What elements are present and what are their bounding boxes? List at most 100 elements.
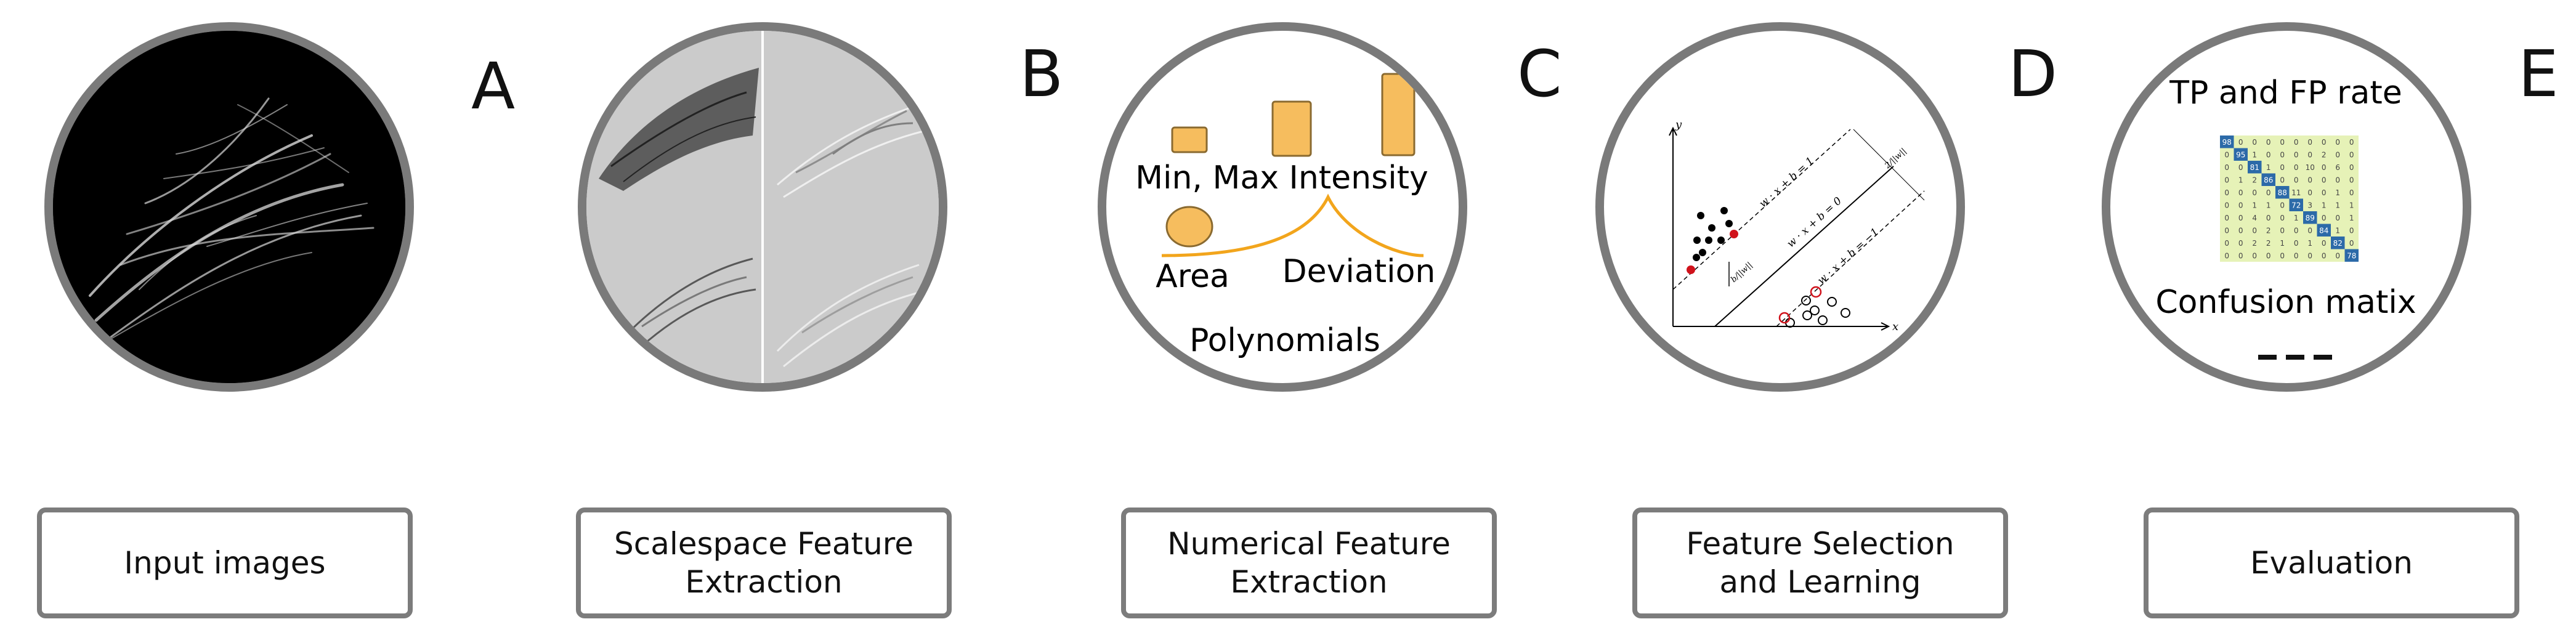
confusion-cell-value: 0 [2252, 188, 2257, 197]
confusion-cell-value: 0 [2349, 163, 2354, 172]
margin-line-top [1672, 129, 1851, 290]
confusion-cell-value: 0 [2335, 251, 2340, 260]
confusion-cell-value: 2 [2252, 239, 2257, 248]
x-axis-label: x [1892, 320, 1898, 333]
input-image-circle [44, 22, 414, 392]
confusion-cell-value: 0 [2266, 251, 2271, 260]
y-axis-label: y [1675, 118, 1682, 131]
confusion-cell-value: 1 [2349, 201, 2354, 209]
confusion-cell-value: 0 [2266, 138, 2271, 147]
confusion-cell-value: 0 [2280, 226, 2285, 235]
caption-box-input-images: Input images [37, 508, 413, 618]
confusion-cell-value: 0 [2238, 226, 2243, 235]
cell-image [53, 31, 405, 383]
confusion-diagonal-cell [2261, 173, 2275, 186]
scalespace-image [586, 31, 939, 383]
confusion-cell-value: 0 [2224, 150, 2229, 159]
confusion-cell-value: 1 [2266, 201, 2271, 209]
min-max-label: Min, Max Intensity [1135, 160, 1428, 196]
caption-box-scalespace: Scalespace Feature Extraction [576, 508, 952, 618]
caption-evaluation: Evaluation [2250, 545, 2413, 581]
confusion-cell-value: 1 [2335, 201, 2340, 209]
confusion-cell-value: 0 [2224, 201, 2229, 209]
confusion-diagonal-cell [2344, 249, 2359, 262]
deviation-label: Deviation [1282, 253, 1436, 290]
confusion-cell-value: 1 [2280, 239, 2285, 248]
confusion-cell-value: 0 [2280, 214, 2285, 222]
confusion-diagonal-cell [2220, 135, 2234, 148]
numerical-features-circle: Min, Max Intensity Area Deviation Polyno… [1098, 22, 1467, 392]
area-shape [1165, 206, 1213, 248]
confusion-cell-value: 0 [2322, 251, 2327, 260]
offset-label: b/||w|| [1729, 261, 1754, 285]
intensity-bar [1381, 73, 1416, 156]
confusion-cell-value: 0 [2238, 239, 2243, 248]
confusion-cell-value: 2 [2266, 239, 2271, 248]
confusion-cell-value: 89 [2306, 214, 2315, 222]
confusion-cell-value: 1 [2238, 176, 2243, 184]
confusion-cell-value: 1 [2335, 188, 2340, 197]
confusion-cell-value: 0 [2294, 239, 2299, 248]
confusion-cell-value: 78 [2347, 251, 2356, 260]
confusion-cell-value: 1 [2307, 239, 2312, 248]
confusion-cell-value: 0 [2238, 163, 2243, 172]
confusion-cell-value: 0 [2307, 251, 2312, 260]
class-negative-points [1785, 296, 1850, 328]
confusion-cell-value: 0 [2294, 176, 2299, 184]
confusion-cell-value: 0 [2322, 188, 2327, 197]
confusion-cell-value: 0 [2266, 150, 2271, 159]
confusion-cell-value: 1 [2335, 226, 2340, 235]
confusion-cell-value: 1 [2349, 214, 2354, 222]
panel-letter-d: D [2008, 36, 2058, 111]
caption-input-images: Input images [124, 545, 326, 581]
confusion-cell-value: 0 [2238, 138, 2243, 147]
confusion-diagonal-cell [2331, 237, 2345, 249]
margin-width-bracket [1853, 129, 1925, 201]
confusion-cell-value: 0 [2335, 150, 2340, 159]
confusion-cell-value: 95 [2236, 150, 2245, 159]
scale-quadrant-bottom-right [776, 264, 932, 368]
confusion-cell-value: 4 [2252, 214, 2257, 222]
confusion-diagonal-cell [2317, 224, 2331, 237]
confusion-cell-value: 0 [2307, 188, 2312, 197]
confusion-cell-value: 0 [2224, 251, 2229, 260]
svm-circle: y x w · x + b = 1 w · x + b = 0 w · x + … [1595, 22, 1965, 392]
confusion-cell-value: 0 [2252, 251, 2257, 260]
confusion-cell-value: 2 [2322, 150, 2327, 159]
confusion-cell-value: 2 [2266, 226, 2271, 235]
confusion-cell-value: 82 [2333, 239, 2343, 248]
line-top-label: w · x + b = 1 [1757, 155, 1817, 210]
confusion-cell-value: 6 [2335, 163, 2340, 172]
confusion-diagonal-cell [2289, 198, 2303, 211]
confusion-cell-value: 1 [2266, 163, 2271, 172]
confusion-diagonal-cell [2234, 148, 2248, 161]
confusion-cell-value: 98 [2222, 138, 2232, 147]
panel-letter-b: B [1019, 36, 1064, 111]
support-vector-negative-2 [1778, 312, 1791, 324]
confusion-cell-value: 0 [2307, 226, 2312, 235]
confusion-cell-value: 0 [2238, 214, 2243, 222]
confusion-cell-value: 0 [2224, 239, 2229, 248]
confusion-diagonal-cell [2248, 161, 2262, 174]
confusion-cell-value: 0 [2294, 251, 2299, 260]
confusion-diagonal-cell [2303, 211, 2317, 224]
confusion-cell-value: 84 [2319, 226, 2328, 235]
confusion-cell-value: 0 [2335, 176, 2340, 184]
confusion-cell-value: 0 [2266, 214, 2271, 222]
confusion-cell-value: 0 [2349, 138, 2354, 147]
confusion-cell-value: 0 [2224, 163, 2229, 172]
confusion-cell-value: 0 [2224, 226, 2229, 235]
confusion-cell-value: 1 [2252, 150, 2257, 159]
confusion-cell-value: 0 [2349, 176, 2354, 184]
confusion-cell-value: 0 [2294, 163, 2299, 172]
class-positive-points [1693, 207, 1733, 261]
panel-letter-c: C [1517, 36, 1562, 111]
confusion-cell-value: 1 [2322, 201, 2327, 209]
confusion-cell-value: 0 [2280, 201, 2285, 209]
confusion-cell-value: 0 [2252, 226, 2257, 235]
confusion-cell-value: 0 [2349, 239, 2354, 248]
actin-fibers [89, 97, 375, 352]
